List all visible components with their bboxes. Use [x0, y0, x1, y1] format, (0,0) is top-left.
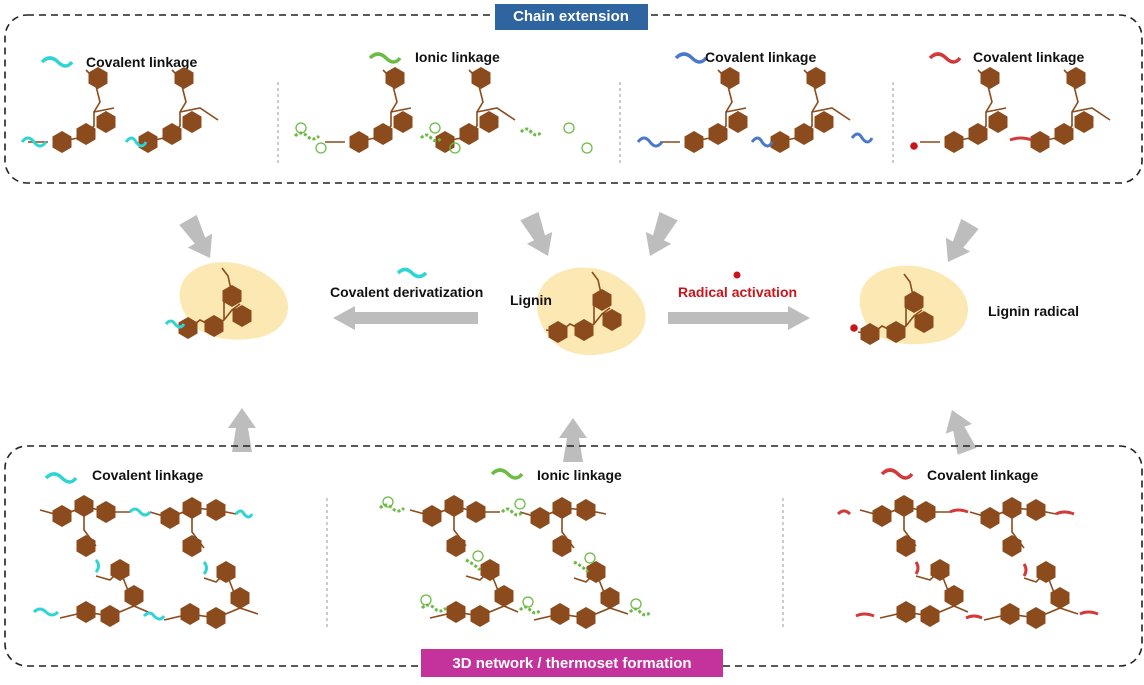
lignin-radical-label: Lignin radical [988, 303, 1079, 319]
arrow-icon [333, 306, 478, 330]
network-title-bar [421, 649, 723, 677]
lignin-label: Lignin [510, 292, 552, 308]
squiggle-linker-icon [396, 267, 428, 279]
chain-structure-ionic-green [293, 67, 593, 153]
squiggle-linker-icon [40, 56, 74, 68]
chain-structure-covalent-red [910, 67, 1110, 153]
derivatized-lignin [164, 268, 252, 339]
arrow-icon [637, 210, 682, 262]
covalent-derivatization-label: Covalent derivatization [330, 284, 483, 300]
arrow-icon [516, 210, 561, 262]
arrow-icon [935, 216, 983, 269]
radical-dot-icon [733, 271, 741, 279]
top-label-2: Ionic linkage [415, 49, 500, 65]
bottom-label-1: Covalent linkage [92, 467, 203, 483]
chain-structure-covalent-blue [636, 67, 874, 153]
squiggle-linker-icon [44, 472, 78, 484]
top-label-3: Covalent linkage [705, 49, 816, 65]
top-label-1: Covalent linkage [86, 54, 197, 70]
squiggle-linker-icon [880, 468, 914, 480]
chain-extension-title: Chain extension [513, 8, 629, 25]
lignin-radical-molecule [850, 274, 933, 345]
network-title: 3D network / thermoset formation [452, 655, 691, 672]
network-covalent-cyan [32, 495, 258, 629]
top-label-4: Covalent linkage [973, 49, 1084, 65]
chain-extension-panel [4, 14, 1143, 184]
squiggle-linker-icon [490, 468, 524, 480]
squiggle-linker-icon [368, 52, 402, 64]
network-ionic-green [378, 495, 652, 629]
chain-structure-covalent-cyan [20, 67, 218, 153]
radical-activation-label: Radical activation [678, 284, 797, 300]
squiggle-linker-icon [928, 52, 962, 64]
bottom-label-3: Covalent linkage [927, 467, 1038, 483]
arrow-icon [175, 212, 223, 265]
arrow-icon [559, 418, 587, 462]
bottom-label-2: Ionic linkage [537, 467, 622, 483]
arrow-icon [938, 405, 981, 457]
arrow-icon [668, 306, 810, 330]
network-covalent-red [836, 495, 1099, 629]
halo [536, 267, 646, 356]
squiggle-linker-icon [674, 52, 708, 64]
chain-extension-title-bar [495, 4, 648, 30]
